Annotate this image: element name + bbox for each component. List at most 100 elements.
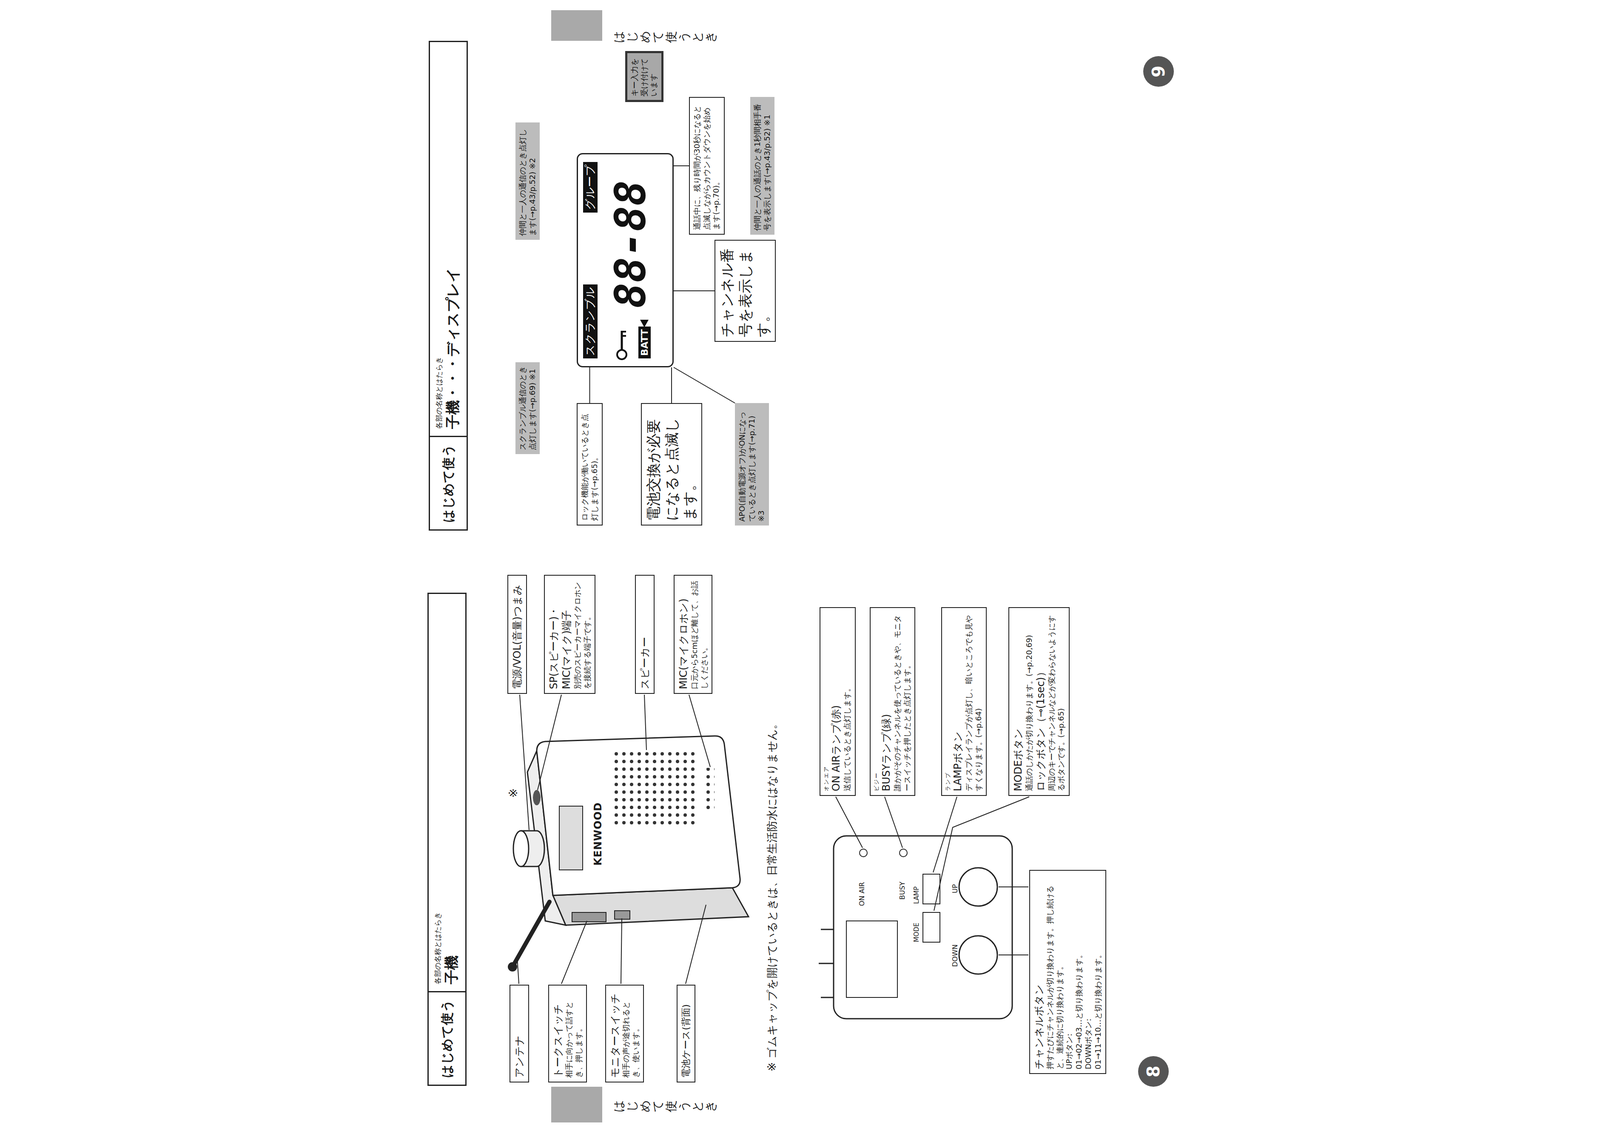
on-air-lamp <box>859 849 868 857</box>
callout-title: LAMPボタン <box>951 612 965 792</box>
lcd-display: スクランブルグループBATT88-88 <box>576 153 674 368</box>
callout-box: 電源/VOL(音量)つまみ <box>507 575 527 695</box>
label: ※ ゴムキャップを開けているときは、日常生活防水にはなりません。 <box>765 718 779 1072</box>
callout-title: チャンネルボタン <box>1032 874 1046 1070</box>
callout-title: 電池交換が必要になると点滅します。 <box>644 407 699 521</box>
leader-line <box>644 694 647 751</box>
callout-title: MODEボタン <box>1011 612 1025 792</box>
antenna <box>512 902 550 968</box>
leader-line <box>998 954 1029 956</box>
leader-line <box>519 694 530 831</box>
callout-text: 口元から5cmほど離して、お話しください。 <box>689 579 709 690</box>
callout-box: MODEボタン通話のしかたが切り換わります。(→p.20,69)ロックボタン（⊸… <box>1008 607 1070 797</box>
callout-text: APO(自動電源オフ)がONになっているとき点灯します(→p.71) ※3 <box>737 407 767 522</box>
callout-text: キー入力を受け付けています <box>629 56 659 97</box>
note-box: スクランブル通信のとき点灯します(→p.69) ※1 <box>515 362 540 455</box>
callout-box: 電池ケース(背面) <box>676 985 696 1083</box>
callout-box: ビジーBUSYランプ(緑)誰かがそのチャンネルを使っているときや、モニタースイッ… <box>869 607 916 797</box>
callout-title: スピーカー <box>638 579 652 690</box>
panel-tick <box>818 963 834 965</box>
callout-text: 押すたびにチャンネルが切り換わります。押し続けると、連続的に切り換わります。 <box>1045 874 1065 1070</box>
leader-line <box>685 905 707 985</box>
callout-box: トークスイッチ相手に向かって話すとき、押します。 <box>548 985 587 1083</box>
label: KENWOOD <box>592 802 605 866</box>
leader-line <box>884 797 903 849</box>
note-box: 仲間と一人の通信のとき点灯します(→p.43/p.52) ※2 <box>515 122 540 240</box>
callout-text: 01→02→03…と切り換わります。 <box>1074 874 1085 1070</box>
callout-title: ロックボタン（⊸(1sec)） <box>1034 612 1048 792</box>
label: UP <box>950 884 960 894</box>
callout-box: オンエアON AIRランプ(赤)送信しているとき点灯します。 <box>819 607 856 797</box>
down-button <box>959 936 998 975</box>
knob-top <box>513 831 529 867</box>
segment-digits: 88-88 <box>606 180 655 309</box>
callout-title: ON AIRランプ(赤) <box>829 612 843 792</box>
header-heading: 子機 <box>442 912 461 985</box>
tab-mark <box>551 1087 603 1123</box>
callout-text: 相手に向かって話すとき、押します。 <box>564 989 584 1079</box>
panel-display <box>846 921 898 998</box>
leader-line <box>673 367 735 404</box>
busy-lamp <box>899 849 908 857</box>
up-button <box>959 868 998 907</box>
callout-box: チャンネルボタン押すたびにチャンネルが切り換わります。押し続けると、連続的に切り… <box>1029 870 1107 1075</box>
callout-text: オンエア <box>822 612 830 792</box>
lcd-indicator: スクランブル <box>583 284 598 359</box>
panel-tick <box>820 929 834 931</box>
leader-line <box>620 918 622 985</box>
antenna-tip <box>507 962 518 972</box>
leader-line <box>537 694 562 791</box>
talk-switch <box>572 912 607 923</box>
callout-text: 別売のスピーカーマイクロホンを接続する端子です。 <box>572 579 593 690</box>
note-box: 仲間と一人の通話のとき1秒間相手番号を表示します(→p.43/p.52) ※1 <box>750 96 775 235</box>
callout-title: アンテナ <box>512 989 526 1079</box>
header-title: 各部の名称とはたらき子機 <box>428 905 466 992</box>
leader-line <box>835 797 863 849</box>
callout-text: 送信しているとき点灯します。 <box>842 612 853 792</box>
callout-text: ロック機能が働いているとき点灯します(→p.65)。 <box>580 407 600 521</box>
callout-title: チャンネル番号を表示します。 <box>717 244 773 338</box>
callout-text: 周辺のキーでチャンネルなどが変わらないようにするボタンです。(→p.65) <box>1047 612 1067 792</box>
callout-text: 通話中に、残り時間が30秒になると点滅しながらカウントダウンを始めます(→p.7… <box>692 101 722 231</box>
callout-box: ランプLAMPボタンディスプレイランプが点灯し、暗いところでも見やすくなります。… <box>941 607 987 797</box>
page-number: 9 <box>1143 56 1174 87</box>
label: ON AIR <box>857 882 866 907</box>
label: DOWN <box>950 944 960 968</box>
tab-mark <box>551 10 603 41</box>
header-tab: はじめて使う <box>428 991 466 1085</box>
note-box: APO(自動電源オフ)がONになっているとき点灯します(→p.71) ※3 <box>734 403 769 526</box>
callout-box: MIC(マイクロホン)口元から5cmほど離して、お話しください。 <box>673 575 713 695</box>
leader-line <box>673 290 715 292</box>
jack-cap <box>532 790 541 806</box>
callout-text: DOWNボタン: <box>1083 874 1094 1070</box>
label: MODE <box>912 922 921 943</box>
page-number-text: 8 <box>1142 1065 1165 1078</box>
page-number-text: 9 <box>1147 65 1170 78</box>
front-panel <box>833 836 1013 1020</box>
leader-line <box>561 921 587 985</box>
key-icon <box>617 350 627 360</box>
page-number: 8 <box>1138 1056 1169 1088</box>
callout-text: スクランブル通信のとき点灯します(→p.69) ※1 <box>518 366 538 451</box>
header-text: はじめて使う <box>440 444 457 523</box>
arrow-icon <box>640 319 649 328</box>
callout-box: ロック機能が働いているとき点灯します(→p.65)。 <box>576 403 603 526</box>
leader-line <box>998 886 1029 888</box>
callout-title: モニタースイッチ <box>608 989 622 1079</box>
monitor-switch <box>614 911 630 920</box>
callout-text: 01→11→10…と切り換わります。 <box>1093 874 1104 1070</box>
header-subtitle: 各部の名称とはたらき <box>433 912 443 985</box>
leader-line <box>688 694 711 768</box>
leader-line <box>517 957 519 985</box>
header-title: 各部の名称とはたらき子機・・・ディスプレイ <box>429 260 467 436</box>
key-icon <box>621 330 627 333</box>
lamp-button <box>922 874 940 905</box>
page-header: はじめて使う 各部の名称とはたらき子機・・・ディスプレイ <box>428 40 468 531</box>
callout-text: 通話のしかたが切り換わります。(→p.20,69) <box>1024 612 1035 792</box>
callout-text: 相手の声が途切れるとき、使います。 <box>621 989 641 1079</box>
callout-text: 仲間と一人の通話のとき1秒間相手番号を表示します(→p.43/p.52) ※1 <box>752 100 772 231</box>
callout-text: ディスプレイランプが点灯し、暗いところでも見やすくなります。(→p.64) <box>964 612 984 792</box>
callout-title: BUSYランプ(緑) <box>879 612 893 792</box>
header-heading: 子機・・・ディスプレイ <box>443 267 462 430</box>
